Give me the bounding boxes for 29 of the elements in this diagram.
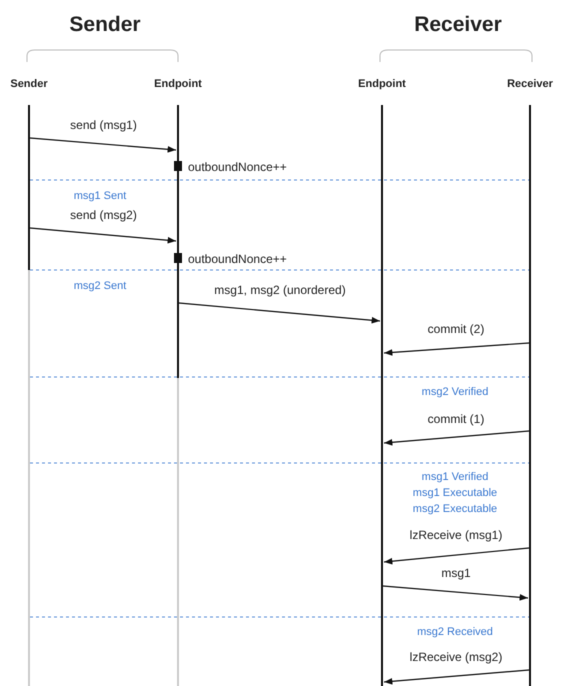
message-label: commit (2) — [428, 322, 484, 336]
state-note: msg2 Verified — [422, 385, 488, 400]
message-label: lzReceive (msg2) — [410, 650, 502, 664]
state-note: msg2 Received — [417, 625, 493, 640]
group-heading: Sender — [69, 12, 141, 38]
operation-label: outboundNonce++ — [188, 251, 287, 267]
message-arrow — [30, 137, 176, 153]
message-label: send (msg1) — [70, 118, 137, 132]
group-heading: Receiver — [414, 12, 502, 38]
message-arrow — [382, 585, 528, 601]
message-label: lzReceive (msg1) — [410, 528, 502, 542]
message-label: commit (1) — [428, 412, 484, 426]
message-arrow — [178, 302, 380, 324]
lifeline-header: Sender — [10, 77, 48, 91]
state-note: msg1 Sent — [74, 189, 126, 204]
message-arrow — [384, 547, 530, 565]
message-arrow — [384, 342, 530, 356]
message-label: msg1, msg2 (unordered) — [214, 283, 346, 297]
state-note: msg1 Verified msg1 Executable msg2 Executable — [412, 470, 498, 517]
operation-label: outboundNonce++ — [188, 159, 287, 175]
lifeline-header: Receiver — [507, 77, 553, 91]
message-arrow — [384, 669, 530, 685]
message-label: msg1 — [441, 566, 471, 580]
state-note: msg2 Sent — [74, 279, 126, 294]
lifeline-header: Endpoint — [358, 77, 406, 91]
message-label: send (msg2) — [70, 208, 137, 222]
message-arrow — [30, 227, 176, 244]
message-arrow — [384, 430, 530, 446]
lifeline-header: Endpoint — [154, 77, 202, 91]
